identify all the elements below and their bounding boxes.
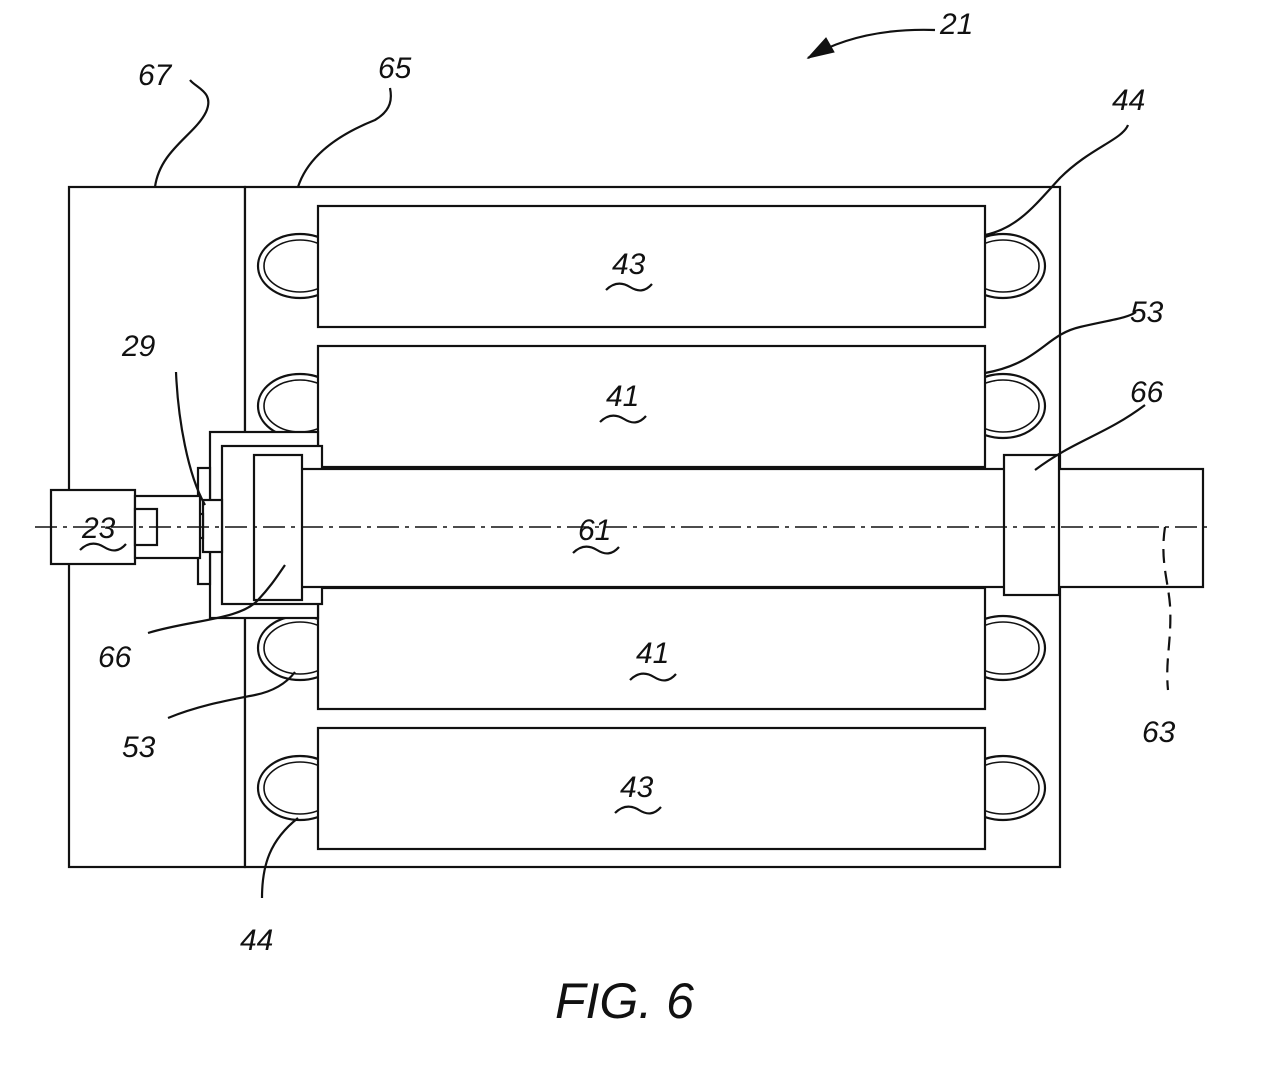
label-bearing-right: 66 (1130, 376, 1164, 409)
label-bearing-left: 66 (98, 641, 132, 674)
label-housing-left: 67 (138, 59, 173, 92)
label-axis: 63 (1142, 716, 1176, 749)
label-core-lower: 41 (636, 637, 669, 670)
shaft (292, 469, 1203, 587)
label-part-29: 29 (121, 330, 156, 363)
label-loop-upper-right: 53 (1130, 296, 1164, 329)
label-shaft: 61 (578, 514, 611, 547)
label-loop-top-right: 44 (1112, 84, 1145, 117)
label-actuator: 23 (81, 512, 116, 545)
core-block-upper (318, 346, 985, 467)
label-core-bottom: 43 (620, 771, 654, 804)
label-housing-main: 65 (378, 52, 412, 85)
label-loop-lower-left: 53 (122, 731, 156, 764)
label-loop-bottom-left: 44 (240, 924, 273, 957)
label-assembly: 21 (939, 8, 973, 41)
bearing-right (1004, 455, 1059, 595)
label-core-upper: 41 (606, 380, 639, 413)
core-block-top (318, 206, 985, 327)
label-core-top: 43 (612, 248, 646, 281)
figure-caption: FIG. 6 (555, 973, 694, 1029)
